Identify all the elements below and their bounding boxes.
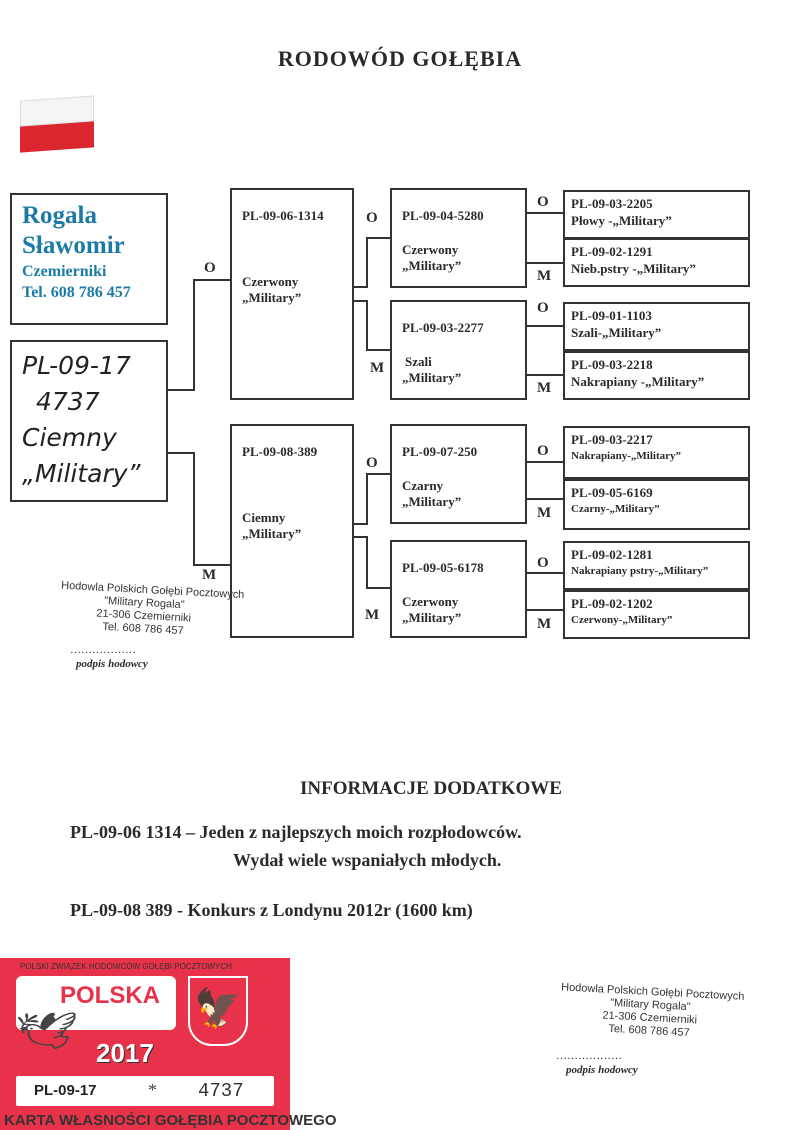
bird-color: Ciemny xyxy=(22,423,117,452)
owner-box: Rogala Sławomir Czemierniki Tel. 608 786… xyxy=(10,193,168,325)
sire-box: PL-09-06-1314 Czerwony „Military” xyxy=(230,188,354,400)
card-ring-prefix: PL-09-17 xyxy=(34,1082,97,1099)
bird-ring-1: PL-09-17 xyxy=(22,351,131,380)
gen2-strain: „Military” xyxy=(402,494,462,509)
breeder-stamp: Hodowla Polskich Gołębi Pocztowych "Mili… xyxy=(59,580,245,641)
gen3-desc: Płowy -„Military” xyxy=(571,213,672,228)
gen2-ring: PL-09-03-2277 xyxy=(402,320,484,335)
card-star: * xyxy=(148,1080,157,1100)
sire-color: Czerwony xyxy=(242,274,299,289)
gen3-ring: PL-09-02-1202 xyxy=(571,596,653,611)
gen3-ring: PL-09-01-1103 xyxy=(571,308,652,323)
info-heading: INFORMACJE DODATKOWE xyxy=(300,778,562,799)
gen2-box: PL-09-04-5280 Czerwony „Military” xyxy=(390,188,527,288)
sire-strain: „Military” xyxy=(242,290,302,305)
bird-strain: „Military” xyxy=(22,459,141,488)
bird-box: PL-09-17 4737 Ciemny „Military” xyxy=(10,340,168,502)
sire-ring: PL-09-06-1314 xyxy=(242,208,324,223)
breeder-stamp: Hodowla Polskich Gołębi Pocztowych "Mili… xyxy=(559,981,745,1042)
page-title: RODOWÓD GOŁĘBIA xyxy=(277,46,523,71)
gen2-color: Czerwony xyxy=(402,594,459,609)
gen3-ring: PL-09-03-2205 xyxy=(571,196,653,211)
gen3-desc: Nieb.pstry -„Military” xyxy=(571,261,696,276)
gen3-desc: Czerwony-„Military” xyxy=(571,614,673,626)
card-ring-number: 4737 xyxy=(198,1080,244,1102)
gen2-color: Czerwony xyxy=(402,242,459,257)
gen2-ring: PL-09-05-6178 xyxy=(402,560,484,575)
gen3-ring: PL-09-03-2217 xyxy=(571,432,653,447)
gen2-box: PL-09-05-6178 Czerwony „Military” xyxy=(390,540,527,638)
owner-phone: Tel. 608 786 457 xyxy=(22,284,131,301)
info-line: PL-09-08 389 - Konkurs z Londynu 2012r (… xyxy=(70,900,473,920)
gen2-strain: „Military” xyxy=(402,258,462,273)
father-label: O xyxy=(537,555,549,571)
father-label: O xyxy=(537,443,549,459)
mother-label: M xyxy=(537,380,552,396)
signature-label: podpis hodowcy xyxy=(76,658,148,670)
mother-label: M xyxy=(365,607,380,623)
gen2-color: Czarny xyxy=(402,478,444,493)
mother-label: M xyxy=(537,616,552,632)
father-label: O xyxy=(537,194,549,210)
father-label: O xyxy=(204,260,216,276)
bird-ring-2: 4737 xyxy=(36,387,100,416)
mother-label: M xyxy=(537,268,552,284)
dam-ring: PL-09-08-389 xyxy=(242,444,318,459)
gen3-ring: PL-09-05-6169 xyxy=(571,485,653,500)
gen3-ring: PL-09-03-2218 xyxy=(571,357,653,372)
mother-label: M xyxy=(370,360,385,376)
father-label: O xyxy=(537,300,549,316)
father-label: O xyxy=(366,455,378,471)
owner-town: Czemierniki xyxy=(22,263,107,280)
info-line: Wydał wiele wspaniałych młodych. xyxy=(233,850,502,870)
gen2-box: PL-09-07-250 Czarny „Military” xyxy=(390,424,527,524)
signature-dots: ……………… xyxy=(556,1050,622,1062)
signature-dots: ……………… xyxy=(70,644,136,656)
card-country: POLSKA xyxy=(60,982,161,1009)
gen3-desc: Nakrapiany -„Military” xyxy=(571,374,705,389)
gen3-desc: Nakrapiany-„Military” xyxy=(571,450,681,462)
gen3-desc: Szali-„Military” xyxy=(571,325,662,340)
gen3-ring: PL-09-02-1281 xyxy=(571,547,653,562)
dam-box: PL-09-08-389 Ciemny „Military” xyxy=(230,424,354,638)
mother-label: M xyxy=(537,505,552,521)
father-label: O xyxy=(366,210,378,226)
gen3-desc: Czarny-„Military” xyxy=(571,503,660,515)
ownership-card: POLSKI ZWIĄZEK HODOWCÓW GOŁĘBI POCZTOWYC… xyxy=(0,958,337,1130)
gen3-desc: Nakrapiany pstry-„Military” xyxy=(571,565,709,577)
dam-color: Ciemny xyxy=(242,510,286,525)
owner-name: Sławomir xyxy=(22,232,125,259)
gen2-strain: „Military” xyxy=(402,370,462,385)
owner-surname: Rogala xyxy=(22,202,97,229)
card-year: 2017 xyxy=(96,1038,154,1068)
gen2-color: Szali xyxy=(405,354,432,369)
gen2-ring: PL-09-07-250 xyxy=(402,444,478,459)
eagle-emblem-icon: 🦅 xyxy=(188,976,248,1046)
gen3-ring: PL-09-02-1291 xyxy=(571,244,653,259)
mother-label: M xyxy=(202,567,217,583)
card-border-text: POLSKI ZWIĄZEK HODOWCÓW GOŁĘBI POCZTOWYC… xyxy=(20,962,232,971)
gen2-ring: PL-09-04-5280 xyxy=(402,208,484,223)
info-line: PL-09-06 1314 – Jeden z najlepszych moic… xyxy=(70,822,522,842)
signature-label: podpis hodowcy xyxy=(566,1064,638,1076)
gen2-strain: „Military” xyxy=(402,610,462,625)
polish-flag-icon xyxy=(20,95,94,153)
pigeon-icon: 🕊 xyxy=(14,1011,79,1051)
gen2-box: PL-09-03-2277 Szali „Military” xyxy=(390,300,527,400)
card-bottom-text: KARTA WŁASNOŚCI GOŁĘBIA POCZTOWEGO xyxy=(4,1112,337,1129)
dam-strain: „Military” xyxy=(242,526,302,541)
